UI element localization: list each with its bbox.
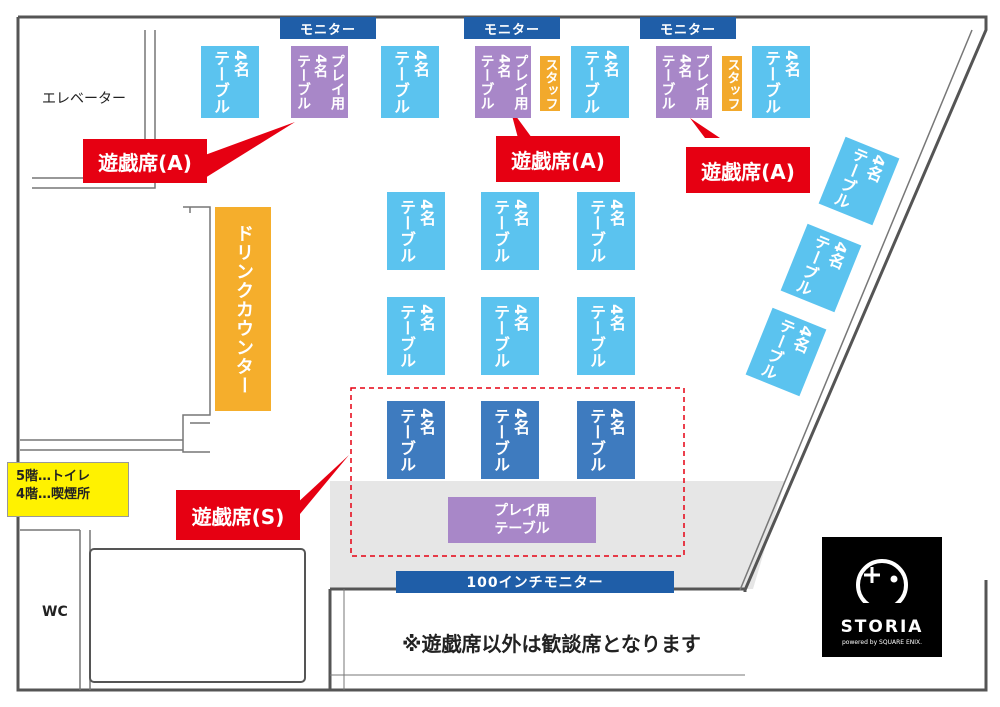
play-table: プレイ用 4名 テーブル bbox=[475, 46, 531, 118]
table-four-seat: 4名 テーブル bbox=[577, 297, 635, 375]
floor-info-4f: 4階…喫煙所 bbox=[16, 487, 91, 502]
table-four-seat-s: 4名 テーブル bbox=[577, 401, 635, 479]
floor-info-5f: 5階…トイレ bbox=[16, 469, 91, 484]
table-four-seat: 4名 テーブル bbox=[481, 297, 539, 375]
monitor-2: モニター bbox=[464, 17, 560, 39]
callout-pointer-a3 bbox=[690, 118, 720, 138]
wc-label: WC bbox=[42, 604, 68, 620]
floor-info: 5階…トイレ 4階…喫煙所 bbox=[7, 462, 129, 517]
elevator-label: エレベーター bbox=[42, 91, 126, 107]
play-table: プレイ用 4名 テーブル bbox=[291, 46, 348, 118]
logo-sub: powered by SQUARE ENIX. bbox=[841, 639, 923, 646]
callout-pointer-a1 bbox=[205, 122, 295, 178]
logo-name: STORIA bbox=[840, 617, 924, 637]
drink-counter: ドリンクカウンター bbox=[215, 207, 271, 411]
table-four-seat: 4名 テーブル bbox=[752, 46, 810, 118]
table-four-seat: 4名 テーブル bbox=[387, 192, 445, 270]
table-four-seat: 4名 テーブル bbox=[481, 192, 539, 270]
table-four-seat: 4名 テーブル bbox=[571, 46, 629, 118]
table-four-seat: 4名 テーブル bbox=[381, 46, 439, 118]
play-table-wide: プレイ用 テーブル bbox=[448, 497, 596, 543]
callout-seat-s: 遊戯席(S) bbox=[176, 490, 300, 540]
play-table: プレイ用 4名 テーブル bbox=[656, 46, 712, 118]
callout-pointer-s bbox=[295, 455, 349, 520]
big-monitor: 100インチモニター bbox=[396, 571, 674, 593]
staff-desk: スタッフ bbox=[722, 56, 742, 111]
table-four-seat: 4名 テーブル bbox=[387, 297, 445, 375]
note-text: ※遊戯席以外は歓談席となります bbox=[402, 632, 701, 656]
callout-seat-a: 遊戯席(A) bbox=[496, 136, 620, 182]
storia-logo: STORIA powered by SQUARE ENIX. bbox=[822, 537, 942, 657]
seat-s-area bbox=[350, 387, 685, 557]
callout-seat-a: 遊戯席(A) bbox=[83, 139, 207, 183]
table-four-seat: 4名 テーブル bbox=[201, 46, 259, 118]
table-four-seat: 4名 テーブル bbox=[577, 192, 635, 270]
staff-desk: スタッフ bbox=[540, 56, 560, 111]
table-four-seat-s: 4名 テーブル bbox=[481, 401, 539, 479]
callout-seat-a: 遊戯席(A) bbox=[686, 147, 810, 193]
monitor-3: モニター bbox=[640, 17, 736, 39]
monitor-1: モニター bbox=[280, 17, 376, 39]
storia-logo-mark bbox=[856, 559, 908, 615]
table-four-seat-s: 4名 テーブル bbox=[387, 401, 445, 479]
